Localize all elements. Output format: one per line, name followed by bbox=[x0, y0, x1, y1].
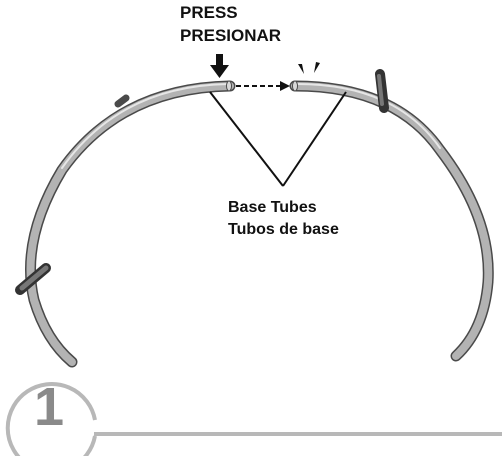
press-label: PRESS bbox=[180, 3, 238, 22]
leg-peg-right bbox=[375, 69, 389, 113]
step-frame bbox=[5, 382, 502, 456]
click-indicator-icon bbox=[298, 62, 320, 74]
base-tube-right bbox=[289, 80, 494, 362]
leg-peg-left bbox=[15, 263, 51, 295]
base-tube-left bbox=[25, 80, 236, 368]
base-tubes-label-spanish: Tubos de base bbox=[228, 221, 339, 238]
press-arrow-icon bbox=[210, 54, 229, 78]
dashed-arrow-icon bbox=[236, 81, 290, 91]
base-tubes-label: Base Tubes bbox=[228, 199, 317, 216]
callout-lines bbox=[209, 91, 347, 187]
step-number: 1 bbox=[33, 377, 65, 437]
press-label-spanish: PRESIONAR bbox=[180, 26, 282, 45]
leg-peg-nub bbox=[114, 94, 130, 108]
